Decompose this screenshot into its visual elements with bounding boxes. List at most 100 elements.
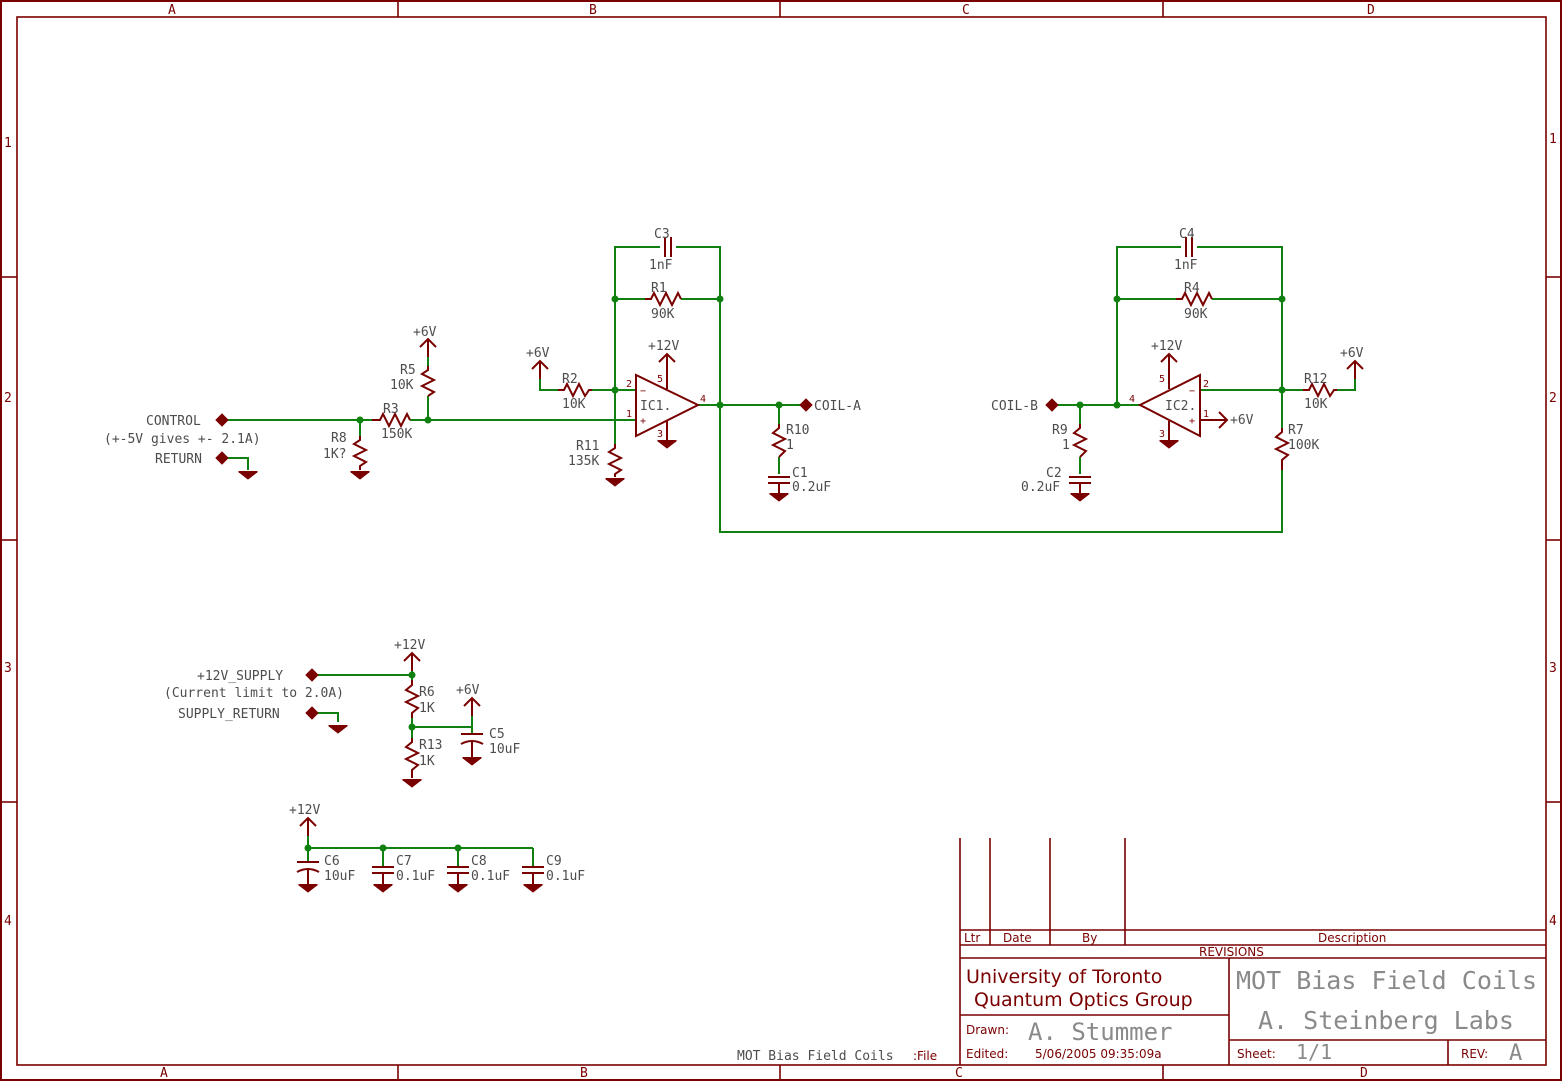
capacitor-c3-symbol [664, 237, 672, 257]
return-terminal-icon [215, 451, 229, 465]
zone-labels: A B C D A B C D 1 2 3 4 1 2 3 4 [4, 3, 1557, 1081]
resistor-r10-symbol [770, 424, 788, 458]
revision-col-description: Description [1318, 931, 1386, 945]
c1-value: 0.2uF [792, 480, 831, 495]
r3-name: R3 [383, 402, 399, 417]
revision-col-by: By [1082, 931, 1097, 945]
return-label: RETURN [155, 452, 202, 467]
ic2-pin-3: 3 [1159, 429, 1165, 440]
resistor-r3-symbol [372, 411, 411, 429]
ic2-plus-sign: + [1189, 416, 1195, 427]
power-label-12v-decoupling: +12V [289, 803, 320, 818]
zone-col-b-bottom: B [580, 1066, 588, 1081]
ic2-pin-5: 5 [1159, 374, 1165, 385]
c9-value: 0.1uF [546, 869, 585, 884]
r10-name: R10 [786, 423, 809, 438]
rev-label: REV: [1461, 1047, 1488, 1061]
control-label: CONTROL [146, 414, 201, 429]
drawing-title-line-2: A. Steinberg Labs [1258, 1006, 1514, 1035]
junction-r5 [424, 416, 432, 424]
power-label-12v-r6: +12V [394, 638, 425, 653]
ic1-name: IC1. [640, 399, 671, 414]
zone-col-b-top: B [589, 3, 597, 18]
c7-name: C7 [396, 854, 412, 869]
r8-value: 1K? [323, 447, 346, 462]
zone-row-4-left: 4 [4, 914, 12, 929]
resistor-r2-symbol [558, 381, 592, 399]
ground-icon-c6 [298, 884, 318, 893]
junction-ic2-out [1113, 401, 1121, 409]
capacitor-c8-symbol [446, 866, 470, 884]
junction-dots [304, 295, 1286, 852]
ic1-pin-4: 4 [700, 394, 706, 405]
resistor-r1-symbol [645, 290, 682, 308]
capacitor-c6-symbol [296, 861, 320, 884]
ground-icon-r13 [402, 779, 422, 788]
zone-col-a-bottom: A [160, 1066, 168, 1081]
ic2-name: IC2. [1165, 399, 1196, 414]
control-note: (+-5V gives +- 2.1A) [104, 432, 261, 447]
file-suffix: :File [913, 1049, 937, 1063]
coil-b-terminal-icon [1045, 398, 1059, 412]
zone-row-2-left: 2 [4, 391, 12, 406]
r5-value: 10K [390, 378, 414, 393]
revision-col-ltr: Ltr [964, 931, 980, 945]
file-note: MOT Bias Field Coils [737, 1049, 894, 1064]
r1-value: 90K [651, 307, 675, 322]
r12-value: 10K [1304, 397, 1328, 412]
resistor-r8-symbol [351, 436, 369, 470]
org-line-2: Quantum Optics Group [974, 989, 1193, 1011]
supply-terminal-icon [305, 668, 319, 682]
ground-icon-c2 [1070, 493, 1090, 502]
c5-name: C5 [489, 727, 505, 742]
junction-supply [408, 671, 416, 679]
opamp-ic1-symbol [635, 372, 701, 440]
sheet-label: Sheet: [1237, 1047, 1276, 1061]
power-label-6v-r5: +6V [413, 325, 437, 340]
zone-col-c-bottom: C [955, 1066, 963, 1081]
supply-return-label: SUPPLY_RETURN [178, 707, 280, 722]
r9-value: 1 [1062, 438, 1070, 453]
junction-r9 [1076, 401, 1084, 409]
junction-ic1-out [716, 401, 724, 409]
r6-name: R6 [419, 685, 435, 700]
r4-name: R4 [1184, 281, 1200, 296]
ground-icon-ic2 [1159, 440, 1179, 449]
r8-name: R8 [331, 431, 347, 446]
capacitor-c5-symbol [460, 733, 484, 757]
c9-name: C9 [546, 854, 562, 869]
power-arrow-icon-12v-decoupling [299, 817, 317, 837]
resistor-r6-symbol [403, 680, 421, 718]
c8-value: 0.1uF [471, 869, 510, 884]
power-label-12v-ic2: +12V [1151, 339, 1182, 354]
zone-col-d-top: D [1367, 3, 1375, 18]
org-line-1: University of Toronto [966, 966, 1162, 988]
junction-c6 [304, 844, 312, 852]
ground-icon-r8 [350, 471, 370, 480]
ic2-pin-4: 4 [1129, 394, 1135, 405]
c4-name: C4 [1179, 227, 1195, 242]
junction-ic1-inv [611, 386, 619, 394]
resistor-r7-symbol [1273, 428, 1291, 470]
power-label-6v-r12: +6V [1340, 346, 1364, 361]
r3-value: 150K [381, 427, 412, 442]
resistor-r11-symbol [606, 444, 624, 477]
ic2-pin-1: 1 [1203, 409, 1209, 420]
ground-icon-r11 [605, 478, 625, 487]
r5-name: R5 [400, 363, 416, 378]
r2-value: 10K [562, 397, 586, 412]
c1-name: C1 [792, 466, 808, 481]
ic1-pin-3: 3 [657, 429, 663, 440]
capacitor-c1-symbol [767, 476, 791, 493]
ic1-minus-sign: − [640, 386, 646, 397]
drawn-value: A. Stummer [1028, 1018, 1173, 1046]
supply-label: +12V_SUPPLY [197, 669, 283, 684]
capacitor-c4-symbol [1185, 237, 1193, 257]
r12-name: R12 [1304, 372, 1327, 387]
ground-icon-c8 [448, 884, 468, 893]
power-arrow-icon-12v-ic2 [1160, 353, 1178, 373]
ground-icon-supply-return [328, 725, 348, 734]
ic2-minus-sign: − [1189, 386, 1195, 397]
power-label-6v-ic2: +6V [1230, 413, 1254, 428]
junction-r1-left [611, 295, 619, 303]
